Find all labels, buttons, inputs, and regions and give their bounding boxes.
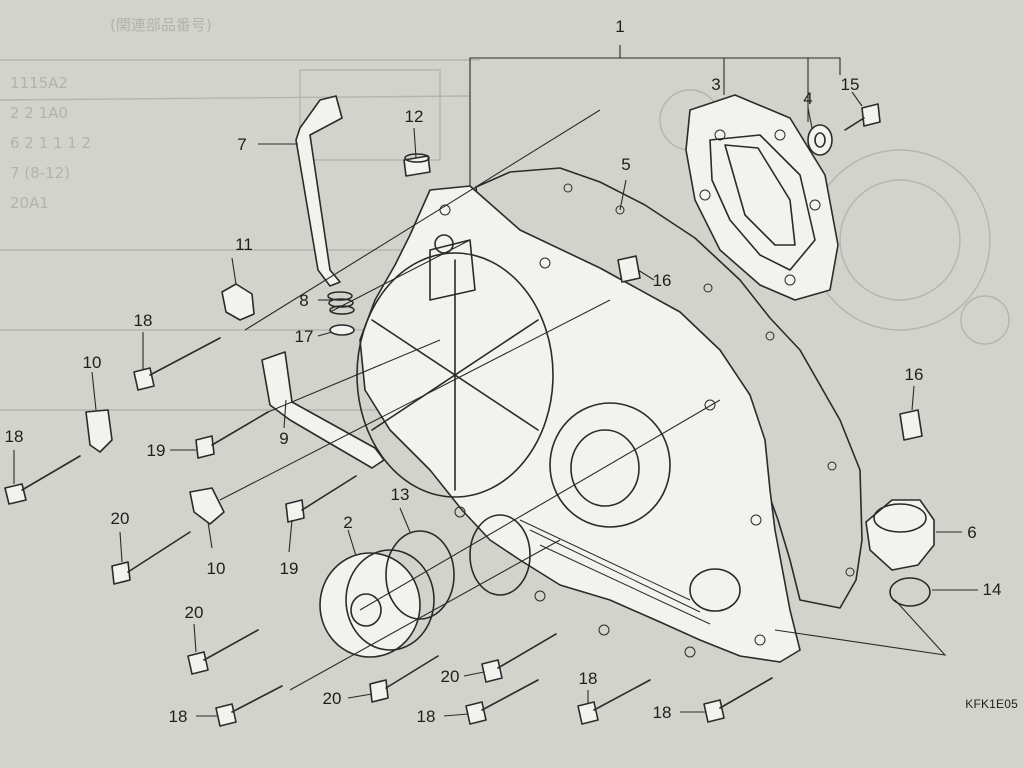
callout-10-upper: 10	[83, 353, 102, 372]
callout-leaders	[13, 91, 978, 717]
ghost-line-3: 6 2 1 1 1 2	[10, 134, 91, 152]
callout-19-upper: 19	[147, 441, 166, 460]
bolt-20-bottom	[369, 655, 439, 703]
bolt-19-upper	[195, 411, 269, 459]
callout-16-right: 16	[905, 365, 924, 384]
oil-filter-bore	[570, 429, 640, 507]
callout-15: 15	[841, 75, 860, 94]
callout-4: 4	[803, 89, 812, 108]
oil-filter-housing	[549, 402, 671, 528]
diagram-code: KFK1E05	[965, 697, 1018, 711]
ghost-line-4: 7 (8-12)	[10, 164, 70, 182]
cover-bolt-bosses	[439, 204, 766, 658]
callout-1: 1	[615, 17, 624, 36]
gasket-holes	[563, 183, 855, 577]
washer-17	[329, 324, 355, 336]
callout-6: 6	[967, 523, 976, 542]
bolt-15	[844, 103, 881, 131]
callout-18-bottom-right-b: 18	[653, 703, 672, 722]
o-ring-13	[385, 530, 455, 620]
ghost-header: (関連部品番号)	[110, 16, 212, 34]
callout-17: 17	[295, 327, 314, 346]
clutch-dome-ribs	[371, 259, 539, 491]
clamp-10-upper	[85, 409, 113, 453]
assembly-bracket	[469, 45, 841, 187]
callout-18-bottom-right-a: 18	[579, 669, 598, 688]
bolt-18-left-top	[133, 337, 221, 391]
bracket-stay-9	[261, 351, 385, 469]
cover-cooling-fins	[519, 519, 711, 625]
oil-pump-boss	[429, 239, 476, 301]
bolt-19-lower	[285, 475, 357, 523]
callout-20-mid: 20	[441, 667, 460, 686]
callout-20-left: 20	[111, 509, 130, 528]
dowel-pin-upper	[617, 255, 641, 283]
ghost-line-1: 1115A2	[10, 74, 68, 92]
ghost-line-2: 2 2 1A0	[10, 104, 68, 122]
oil-filler-cap	[865, 499, 935, 571]
callout-11: 11	[235, 235, 253, 254]
bolt-20-lower-left	[187, 629, 259, 675]
bolt-18-bottom-right-b	[703, 677, 773, 723]
oil-separator-plate	[685, 94, 839, 301]
o-ring-14	[889, 577, 931, 607]
bolt-20-left	[111, 531, 191, 585]
callout-19-lower: 19	[280, 559, 299, 578]
callout-labels: 1 2 3 4 5 6 7 8 9 10 10 11 12 13 14 15 1…	[5, 17, 1002, 726]
callout-3: 3	[711, 75, 720, 94]
bolt-18-bottom-right-a	[577, 679, 651, 725]
callout-9: 9	[279, 429, 288, 448]
callout-13: 13	[391, 485, 410, 504]
callout-18-bottom-left: 18	[169, 707, 188, 726]
clamp-11	[221, 283, 255, 321]
bolt-18-left	[4, 455, 81, 505]
callout-20-bottom: 20	[323, 689, 342, 708]
cap-nut-12	[403, 153, 431, 177]
callout-18-left-top: 18	[134, 311, 153, 330]
crankcase-cover	[356, 185, 801, 663]
callout-7: 7	[237, 135, 246, 154]
callout-12: 12	[405, 107, 424, 126]
callout-18-left: 18	[5, 427, 24, 446]
dowel-pin-right	[899, 409, 923, 441]
lever-7	[295, 95, 343, 287]
callout-2: 2	[343, 513, 352, 532]
callout-18-bottom-mid: 18	[417, 707, 436, 726]
ghost-line-5: 20A1	[10, 194, 49, 212]
seal-washer	[807, 124, 833, 156]
bolt-18-bottom-left	[215, 685, 283, 727]
inspection-seal-ring	[469, 514, 531, 596]
clamp-10-lower	[189, 487, 225, 525]
assembly-lines	[219, 109, 947, 691]
filler-port	[689, 568, 741, 612]
callout-16-upper: 16	[653, 271, 672, 290]
callout-10-lower: 10	[207, 559, 226, 578]
bolt-18-bottom-mid	[465, 679, 539, 725]
callout-20-lower-left: 20	[185, 603, 204, 622]
callout-5: 5	[621, 155, 630, 174]
bolt-20-mid	[481, 633, 557, 683]
rotor-cover-cap	[319, 549, 435, 658]
callout-8: 8	[299, 291, 308, 310]
bolts	[4, 337, 773, 727]
callout-14: 14	[983, 580, 1002, 599]
